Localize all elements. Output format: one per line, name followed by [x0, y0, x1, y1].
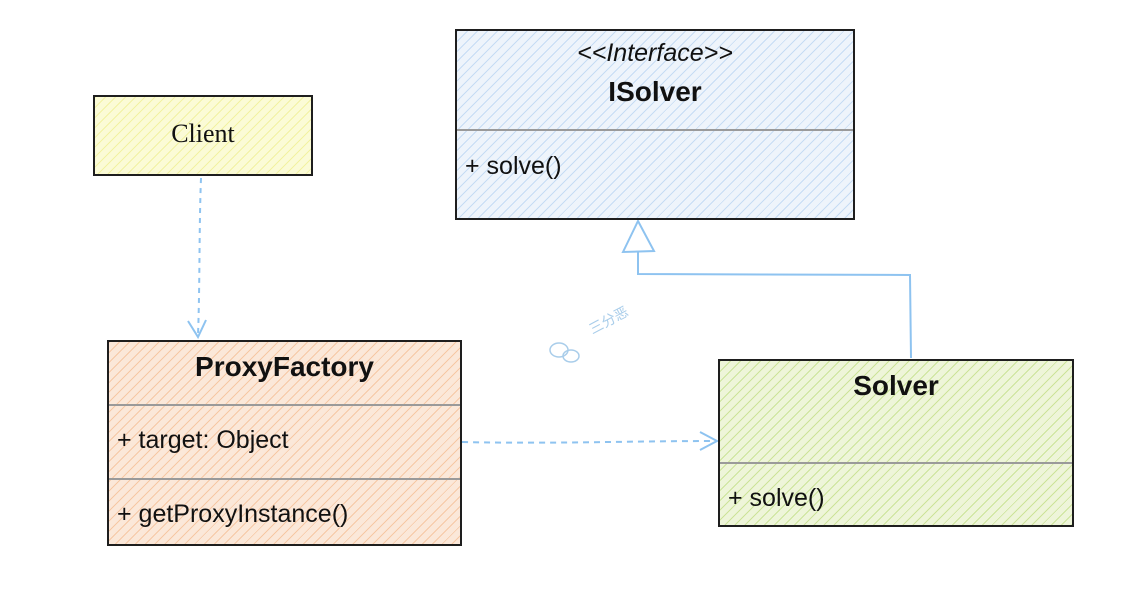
- client-class[interactable]: Client: [93, 95, 313, 176]
- isolver-divider: [457, 129, 853, 131]
- proxyfactory-class[interactable]: ProxyFactory + target: Object + getProxy…: [107, 340, 462, 546]
- client-to-proxyfactory-arrow: [187, 177, 207, 340]
- proxyfactory-divider-2: [109, 478, 460, 480]
- proxyfactory-attribute: + target: Object: [117, 426, 289, 454]
- solver-class[interactable]: Solver + solve(): [718, 359, 1074, 527]
- wechat-icon: [549, 342, 580, 363]
- solver-realizes-isolver-arrow: [621, 218, 912, 359]
- proxyfactory-class-name: ProxyFactory: [195, 351, 374, 382]
- solver-class-name: Solver: [853, 370, 939, 401]
- proxyfactory-method: + getProxyInstance(): [117, 500, 349, 528]
- proxyfactory-to-solver-arrow: [461, 431, 720, 451]
- solver-divider: [720, 462, 1072, 464]
- interface-stereotype: <<Interface>>: [577, 39, 733, 67]
- proxyfactory-divider-1: [109, 404, 460, 406]
- isolver-class-name: ISolver: [608, 76, 702, 107]
- isolver-interface[interactable]: <<Interface>> ISolver + solve(): [455, 29, 855, 220]
- client-label: Client: [171, 119, 235, 148]
- solver-method: + solve(): [728, 484, 825, 512]
- isolver-method: + solve(): [465, 152, 562, 180]
